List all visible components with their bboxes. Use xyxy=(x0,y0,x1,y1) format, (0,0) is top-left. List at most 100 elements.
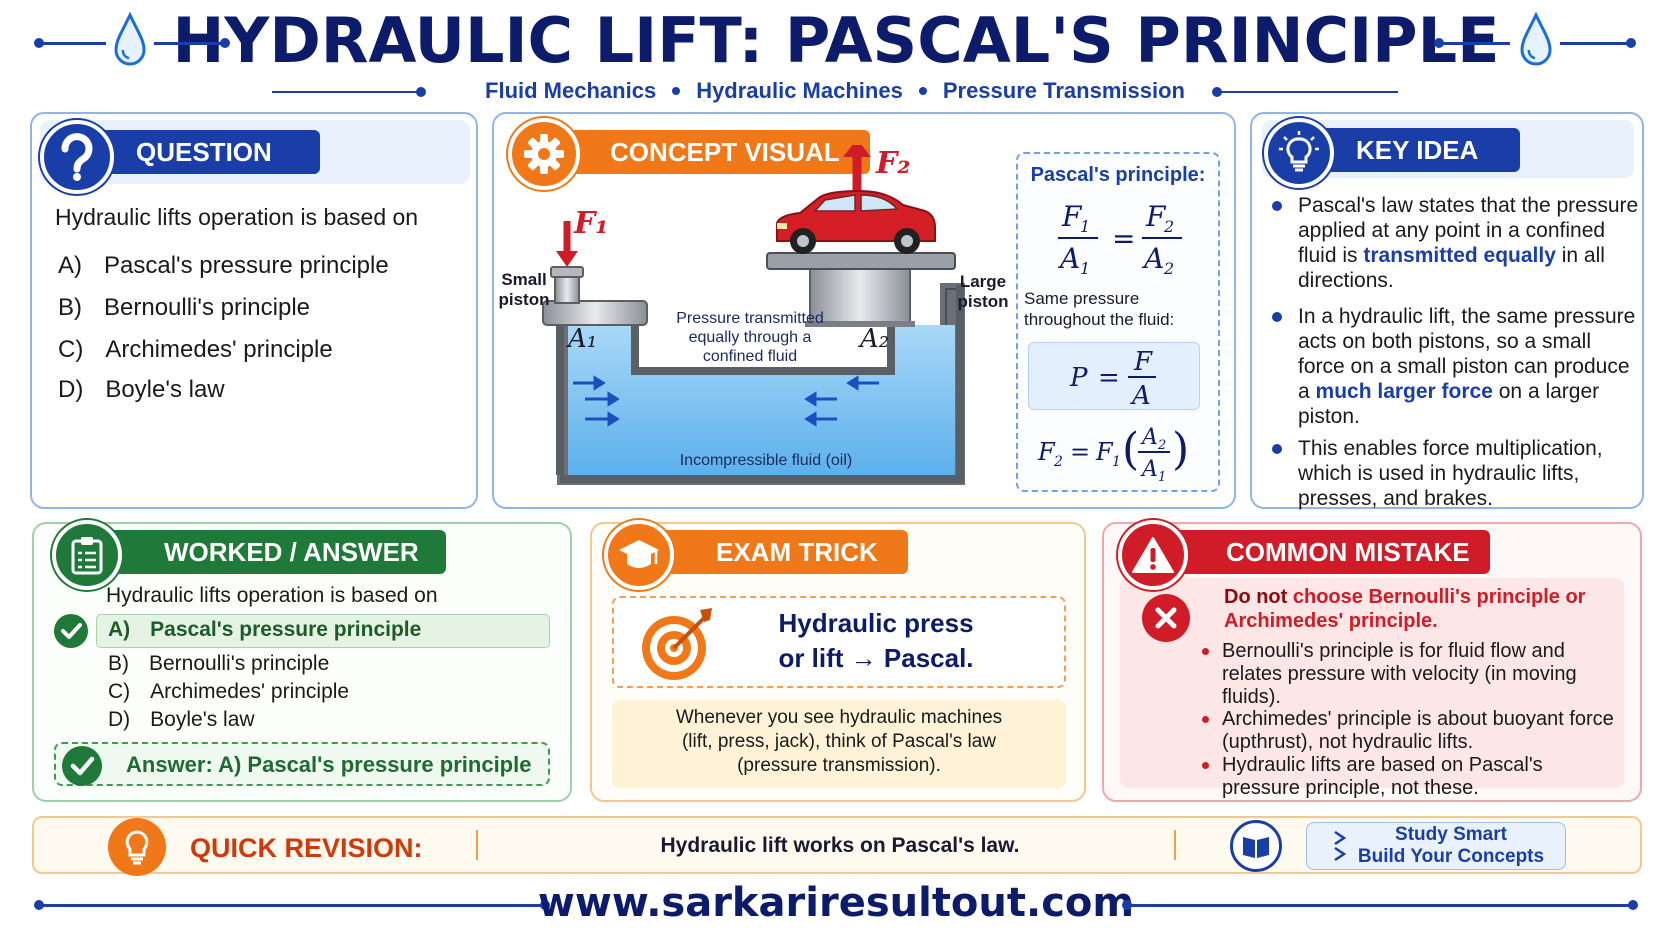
subtitle-line xyxy=(272,91,422,93)
subtitle-tag: Hydraulic Machines xyxy=(696,78,903,103)
fluid-label: Incompressible fluid (oil) xyxy=(679,452,853,469)
quick-revision-text: Hydraulic lift works on Pascal's law. xyxy=(660,834,1020,857)
svg-text:F: F xyxy=(1061,200,1083,233)
svg-text:=: = xyxy=(1070,438,1090,466)
header-line xyxy=(154,42,224,45)
svg-text:F: F xyxy=(1095,438,1114,466)
subtitle-tag: Pressure Transmission xyxy=(942,78,1185,103)
question-label: QUESTION xyxy=(100,130,320,174)
svg-text:1: 1 xyxy=(1158,470,1166,484)
area-a1-label: A₁ xyxy=(568,324,598,354)
footer-line xyxy=(1128,904,1634,907)
svg-text:A: A xyxy=(1140,457,1158,482)
exam-trick-note-box xyxy=(612,700,1066,788)
pascal-principle-box xyxy=(1016,152,1220,492)
quick-revision-label: QUICK REVISION: xyxy=(190,833,423,863)
website-url[interactable]: www.sarkariresultout.com xyxy=(537,880,1135,926)
water-drop-icon xyxy=(1520,12,1552,66)
lightbulb-icon xyxy=(108,818,166,876)
svg-text:1: 1 xyxy=(1080,259,1090,278)
header-dot xyxy=(1434,38,1444,48)
check-icon xyxy=(62,746,102,786)
svg-text:A: A xyxy=(1141,242,1164,275)
question-icon xyxy=(40,120,114,194)
book-icon xyxy=(1230,820,1282,872)
question-option-c[interactable]: C)Archimedes' principle xyxy=(58,336,333,363)
divider xyxy=(476,830,478,860)
worked-label: WORKED / ANSWER xyxy=(100,530,446,574)
question-option-d[interactable]: D)Boyle's law xyxy=(58,376,225,403)
lightbulb-icon xyxy=(1264,118,1334,188)
answer-box xyxy=(54,742,550,786)
exam-trick-note: Whenever you see hydraulic machines(lift… xyxy=(675,707,1003,776)
footer-line xyxy=(40,904,544,907)
svg-text:2: 2 xyxy=(1163,217,1174,236)
water-drop-icon xyxy=(114,12,146,66)
common-mistake-body xyxy=(1120,578,1624,788)
cross-icon xyxy=(1142,594,1190,642)
svg-text:=: = xyxy=(1112,222,1135,255)
common-mistake-item: Archimedes' principle is about buoyant f… xyxy=(1202,708,1622,754)
car-icon xyxy=(776,189,936,254)
question-option-b[interactable]: B)Bernoulli's principle xyxy=(58,294,311,321)
page-title: HYDRAULIC LIFT: PASCAL'S PRINCIPLE xyxy=(172,4,1500,77)
svg-text:=: = xyxy=(1098,363,1120,393)
question-option-a[interactable]: A)Pascal's pressure principle xyxy=(58,252,389,279)
study-smart-badge xyxy=(1306,822,1566,870)
key-idea-item: In a hydraulic lift, the same pressure a… xyxy=(1270,304,1640,429)
warning-icon xyxy=(1118,520,1188,590)
worked-option-d: D)Boyle's law xyxy=(108,708,255,731)
subtitle-separator xyxy=(918,87,927,95)
worked-option-a: A)Pascal's pressure principle xyxy=(108,618,422,641)
svg-text:P: P xyxy=(1069,363,1088,393)
header-dot xyxy=(1626,38,1636,48)
pressure-equation-box xyxy=(1028,342,1200,410)
subtitle-dot xyxy=(416,87,426,97)
svg-text:2: 2 xyxy=(1157,438,1166,453)
common-mistake-item: Hydraulic lifts are based on Pascal's pr… xyxy=(1202,754,1622,800)
worked-question-text: Hydraulic lifts operation is based on xyxy=(106,584,438,607)
key-idea-label: KEY IDEA xyxy=(1310,128,1520,172)
subtitle-separator xyxy=(672,87,681,95)
footer-dot xyxy=(34,900,44,910)
svg-text:1: 1 xyxy=(1112,454,1121,470)
svg-text:A: A xyxy=(1057,242,1080,275)
header-dot xyxy=(220,38,230,48)
footer-dot xyxy=(1628,900,1638,910)
common-mistake-item: Bernoulli's principle is for fluid flow … xyxy=(1202,640,1622,709)
area-a2-label: A₂ xyxy=(860,324,890,354)
header-line xyxy=(1440,42,1510,45)
svg-text:A: A xyxy=(1140,425,1158,450)
divider xyxy=(1174,830,1176,860)
subtitle-tag: Fluid Mechanics xyxy=(485,78,657,103)
svg-text:): ) xyxy=(1172,424,1189,475)
hydraulic-lift-diagram xyxy=(542,145,965,485)
exam-trick-label: EXAM TRICK xyxy=(640,530,908,574)
svg-text:2: 2 xyxy=(1163,259,1174,278)
subtitle-line xyxy=(1218,91,1398,93)
common-mistake-label: COMMON MISTAKE xyxy=(1150,530,1490,574)
graduation-cap-icon xyxy=(604,520,674,590)
concept-label: CONCEPT VISUAL xyxy=(550,130,870,174)
header-dot xyxy=(34,38,44,48)
pressure-equation: P= FA xyxy=(1069,347,1156,410)
answer-text: Answer: A) Pascal's pressure principle xyxy=(126,752,532,777)
subtitle-tags: Fluid Mechanics Hydraulic Machines Press… xyxy=(420,76,1250,106)
svg-text:2: 2 xyxy=(1053,454,1063,470)
gear-icon xyxy=(508,118,580,190)
svg-text:F: F xyxy=(1133,347,1153,377)
footer-dot xyxy=(540,900,550,910)
key-idea-item: This enables force multiplication, which… xyxy=(1270,436,1640,511)
svg-text:1: 1 xyxy=(1080,217,1090,236)
svg-text:F: F xyxy=(1037,438,1056,466)
common-mistake-headline: Do not choose Bernoulli's principle or A… xyxy=(1224,586,1586,632)
correct-option-highlight xyxy=(96,614,550,648)
